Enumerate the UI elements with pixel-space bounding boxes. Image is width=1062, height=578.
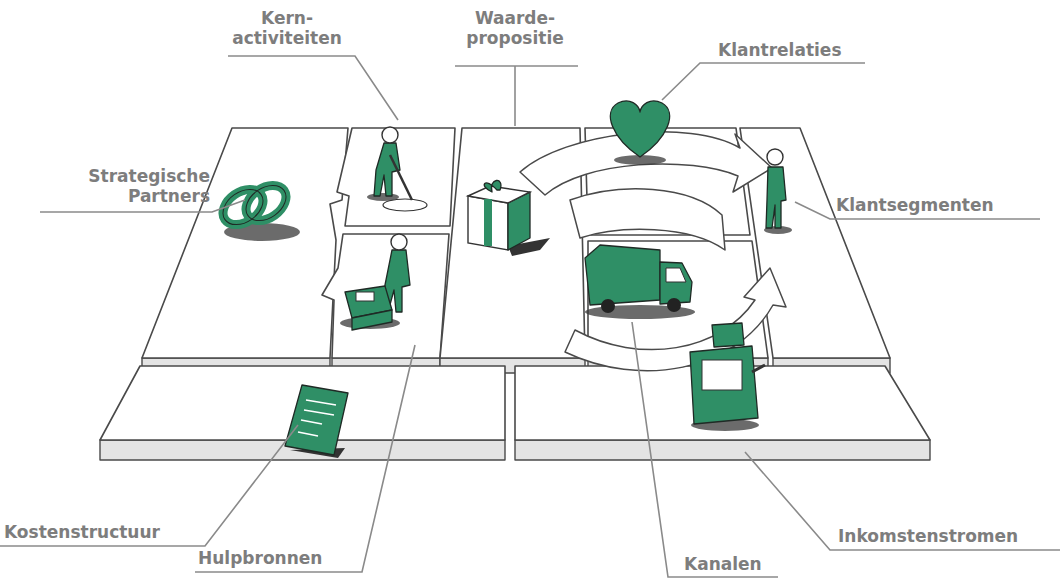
leader-line [195,345,415,572]
customer-body [766,167,786,228]
slab-sides [100,358,930,460]
block-label: Klantrelaties [718,40,888,60]
dirt-pile [383,199,427,211]
canvas-block: Kern- activiteiten [212,8,362,48]
gift-front [468,196,508,250]
block-label: Strategische Partners [38,166,210,206]
register-display [712,323,744,347]
gift-icon [468,180,550,256]
leader-line [662,63,865,100]
leader-line [632,322,778,577]
worker-head [391,234,407,250]
truck-window [666,268,686,282]
block-label: Kostenstructuur [4,522,214,542]
block-label: Waarde- propositie [440,8,590,48]
canvas-block: Waarde- propositie [440,8,590,48]
machine-side [352,310,392,330]
document [285,385,348,455]
truck-wheel [601,299,615,313]
worker-head [382,127,398,143]
ring-outline [239,178,292,228]
truck-icon [585,245,695,319]
rings-icon [216,178,300,241]
machine-icon [340,234,410,330]
canvas-block: Kanalen [684,554,804,574]
flow-band [570,189,725,250]
heart [610,101,669,157]
leader-line [455,66,578,126]
canvas-block: Kostenstructuur [4,522,214,542]
worker-icon [367,127,427,211]
activities-slab [337,128,455,226]
truck-wheel [667,298,681,312]
resources-slab [322,234,449,358]
block-label: Klantsegmenten [836,195,1046,215]
customer-icon [764,149,792,234]
canvas-block: Klantsegmenten [836,195,1046,215]
register-icon [690,323,765,431]
truck-box [585,245,660,305]
block-label: Kern- activiteiten [212,8,362,48]
slab-tops [100,128,930,440]
leader-line [228,56,398,120]
gift-ribbon [484,199,492,246]
slab-side [515,440,930,460]
shovel [390,155,412,200]
document-lines [298,400,336,436]
icon-shadow [367,193,399,201]
partners-slab [142,128,348,358]
truck-cab [660,262,692,304]
register-keys [702,360,742,390]
block-label: Kanalen [684,554,804,574]
block-label: Hulpbronnen [198,548,378,568]
block-label: Inkomstenstromen [838,526,1060,546]
flow-arrows [520,132,786,371]
leader-lines [0,56,1060,577]
leader-line [0,425,298,546]
register-body [690,346,758,424]
canvas-block: Strategische Partners [38,166,210,206]
machine-part [356,292,374,301]
canvas-block: Hulpbronnen [198,548,378,568]
leader-line [745,452,1060,550]
ring [239,178,292,228]
canvas-block: Inkomstenstromen [838,526,1060,546]
register-lever [752,365,765,372]
customer-head [767,149,783,165]
canvas-block: Klantrelaties [718,40,888,60]
heart-icon [610,101,669,165]
gift-bow [484,180,501,192]
document-icon [285,385,348,458]
